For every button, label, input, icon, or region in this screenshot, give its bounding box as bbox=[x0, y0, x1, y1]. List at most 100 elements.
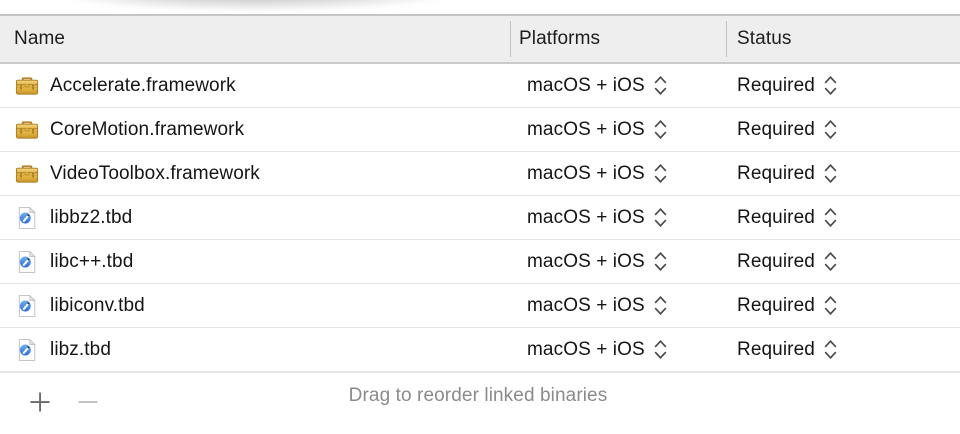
row-name-label: VideoToolbox.framework bbox=[50, 162, 260, 184]
row-name-cell[interactable]: libz.tbd bbox=[14, 328, 111, 371]
table-row[interactable]: Accelerate.framework macOS + iOS Required bbox=[0, 64, 960, 108]
status-chevron-updown-icon[interactable] bbox=[824, 251, 837, 272]
table-row[interactable]: libz.tbd macOS + iOS Required bbox=[0, 328, 960, 372]
column-divider-1[interactable] bbox=[510, 21, 511, 57]
row-name-cell[interactable]: VideoToolbox.framework bbox=[14, 152, 260, 195]
row-status-value: Required bbox=[737, 338, 815, 360]
column-header-status[interactable]: Status bbox=[737, 16, 791, 62]
row-status-value: Required bbox=[737, 162, 815, 184]
row-name-cell[interactable]: Accelerate.framework bbox=[14, 64, 236, 107]
platforms-chevron-updown-icon[interactable] bbox=[654, 75, 667, 96]
status-chevron-updown-icon[interactable] bbox=[824, 207, 837, 228]
table-header-row: Name Platforms Status bbox=[0, 14, 960, 64]
chevron-updown-icon bbox=[654, 120, 667, 139]
platforms-chevron-updown-icon[interactable] bbox=[654, 207, 667, 228]
platforms-chevron-updown-icon[interactable] bbox=[654, 295, 667, 316]
minus-icon bbox=[78, 401, 98, 403]
column-header-platforms[interactable]: Platforms bbox=[519, 16, 600, 62]
row-status-popup[interactable]: Required bbox=[737, 196, 837, 239]
row-name-cell[interactable]: libbz2.tbd bbox=[14, 196, 132, 239]
row-status-popup[interactable]: Required bbox=[737, 152, 837, 195]
row-platforms-value: macOS + iOS bbox=[527, 162, 645, 184]
platforms-chevron-updown-icon[interactable] bbox=[654, 251, 667, 272]
chevron-updown-icon bbox=[654, 340, 667, 359]
chevron-updown-icon bbox=[824, 208, 837, 227]
row-platforms-value: macOS + iOS bbox=[527, 294, 645, 316]
column-header-name-label: Name bbox=[14, 28, 66, 49]
chevron-updown-icon bbox=[654, 208, 667, 227]
tbd-file-icon bbox=[14, 293, 40, 319]
tbd-file-icon bbox=[14, 249, 40, 275]
tbd-file-icon bbox=[14, 337, 40, 363]
platforms-chevron-updown-icon[interactable] bbox=[654, 119, 667, 140]
row-status-value: Required bbox=[737, 118, 815, 140]
table-row[interactable]: CoreMotion.framework macOS + iOS Required bbox=[0, 108, 960, 152]
row-name-cell[interactable]: libiconv.tbd bbox=[14, 284, 145, 327]
plus-icon bbox=[30, 392, 50, 412]
row-name-label: libc++.tbd bbox=[50, 250, 134, 272]
tbd-file-icon bbox=[14, 205, 40, 231]
table-row[interactable]: libbz2.tbd macOS + iOS Required bbox=[0, 196, 960, 240]
chevron-updown-icon bbox=[824, 340, 837, 359]
status-chevron-updown-icon[interactable] bbox=[824, 163, 837, 184]
row-name-label: libbz2.tbd bbox=[50, 206, 133, 228]
column-header-platforms-label: Platforms bbox=[519, 28, 601, 49]
tbd-file-icon bbox=[18, 206, 36, 229]
framework-icon bbox=[15, 76, 39, 95]
row-status-popup[interactable]: Required bbox=[737, 108, 837, 151]
column-divider-2[interactable] bbox=[726, 21, 727, 57]
framework-icon bbox=[15, 164, 39, 183]
row-platforms-popup[interactable]: macOS + iOS bbox=[527, 108, 667, 151]
add-button[interactable] bbox=[23, 385, 57, 419]
status-chevron-updown-icon[interactable] bbox=[824, 119, 837, 140]
column-header-status-label: Status bbox=[737, 28, 792, 49]
tbd-file-icon bbox=[18, 338, 36, 361]
row-platforms-popup[interactable]: macOS + iOS bbox=[527, 64, 667, 107]
row-name-label: libiconv.tbd bbox=[50, 294, 145, 316]
status-chevron-updown-icon[interactable] bbox=[824, 339, 837, 360]
tbd-file-icon bbox=[18, 294, 36, 317]
row-platforms-popup[interactable]: macOS + iOS bbox=[527, 240, 667, 283]
row-status-popup[interactable]: Required bbox=[737, 284, 837, 327]
row-status-popup[interactable]: Required bbox=[737, 240, 837, 283]
row-platforms-popup[interactable]: macOS + iOS bbox=[527, 328, 667, 371]
row-status-value: Required bbox=[737, 74, 815, 96]
row-status-value: Required bbox=[737, 250, 815, 272]
chevron-updown-icon bbox=[824, 252, 837, 271]
row-name-cell[interactable]: CoreMotion.framework bbox=[14, 108, 244, 151]
row-status-popup[interactable]: Required bbox=[737, 64, 837, 107]
row-platforms-popup[interactable]: macOS + iOS bbox=[527, 284, 667, 327]
framework-icon bbox=[14, 161, 40, 187]
chevron-updown-icon bbox=[824, 164, 837, 183]
reorder-hint-text: Drag to reorder linked binaries bbox=[348, 385, 608, 406]
row-name-label: Accelerate.framework bbox=[50, 74, 236, 96]
row-name-cell[interactable]: libc++.tbd bbox=[14, 240, 133, 283]
column-header-name[interactable]: Name bbox=[14, 16, 65, 62]
row-platforms-popup[interactable]: macOS + iOS bbox=[527, 152, 667, 195]
row-platforms-value: macOS + iOS bbox=[527, 338, 645, 360]
row-status-value: Required bbox=[737, 294, 815, 316]
row-status-value: Required bbox=[737, 206, 815, 228]
row-name-label: libz.tbd bbox=[50, 338, 112, 360]
table-row[interactable]: libiconv.tbd macOS + iOS Required bbox=[0, 284, 960, 328]
chevron-updown-icon bbox=[654, 296, 667, 315]
platforms-chevron-updown-icon[interactable] bbox=[654, 339, 667, 360]
status-chevron-updown-icon[interactable] bbox=[824, 295, 837, 316]
row-platforms-popup[interactable]: macOS + iOS bbox=[527, 196, 667, 239]
chevron-updown-icon bbox=[654, 252, 667, 271]
remove-button[interactable] bbox=[71, 385, 105, 419]
status-chevron-updown-icon[interactable] bbox=[824, 75, 837, 96]
drop-shadow bbox=[60, 0, 450, 10]
row-platforms-value: macOS + iOS bbox=[527, 250, 645, 272]
chevron-updown-icon bbox=[824, 120, 837, 139]
framework-icon bbox=[14, 117, 40, 143]
table-row[interactable]: VideoToolbox.framework macOS + iOS Require… bbox=[0, 152, 960, 196]
chevron-updown-icon bbox=[824, 76, 837, 95]
platforms-chevron-updown-icon[interactable] bbox=[654, 163, 667, 184]
chevron-updown-icon bbox=[824, 296, 837, 315]
row-platforms-value: macOS + iOS bbox=[527, 206, 645, 228]
table-row[interactable]: libc++.tbd macOS + iOS Required bbox=[0, 240, 960, 284]
row-status-popup[interactable]: Required bbox=[737, 328, 837, 371]
